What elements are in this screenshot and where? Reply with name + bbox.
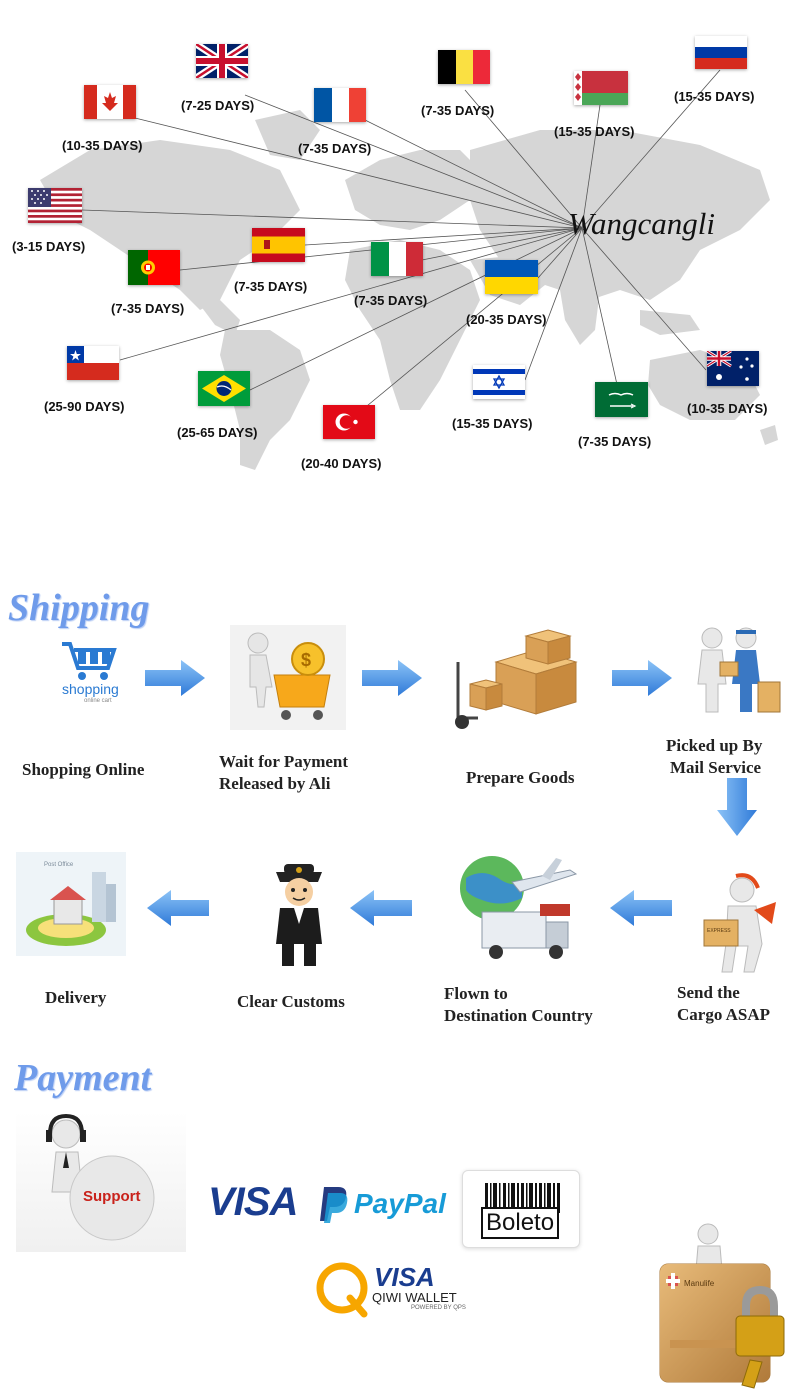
svg-text:Post Office: Post Office xyxy=(44,862,74,868)
days-label-brazil: (25-65 DAYS) xyxy=(177,425,258,440)
days-label-spain: (7-35 DAYS) xyxy=(234,279,308,294)
arrow-left-icon xyxy=(350,890,412,926)
cart-icon xyxy=(62,642,117,680)
portugal-flag-icon xyxy=(128,250,180,285)
days-label-saudi: (7-35 DAYS) xyxy=(578,434,652,449)
step-wait-payment-line2: Released by Ali xyxy=(219,774,331,793)
step-send-cargo-line1: Send the xyxy=(677,983,740,1002)
days-label-italy: (7-35 DAYS) xyxy=(354,293,428,308)
paypal-p-icon xyxy=(320,1187,348,1223)
days-label-belgium: (7-35 DAYS) xyxy=(421,103,495,118)
arrow-down-icon xyxy=(717,778,757,836)
svg-text:Manulife: Manulife xyxy=(684,1279,715,1288)
days-label-belarus: (15-35 DAYS) xyxy=(554,124,635,139)
boxes-illustration xyxy=(455,629,578,729)
days-label-portugal: (7-35 DAYS) xyxy=(111,301,185,316)
brazil-flag-icon xyxy=(198,371,250,406)
qiwi-visa-logo: VISA QIWI WALLET POWERED BY QPS xyxy=(316,1262,476,1318)
step-clear-customs: Clear Customs xyxy=(237,992,345,1011)
step-picked-up-line1: Picked up By xyxy=(666,736,763,755)
spain-flag-icon xyxy=(252,228,305,262)
belgium-flag-icon xyxy=(438,50,490,84)
step-flown-line2: Destination Country xyxy=(444,1006,593,1025)
post-office-illustration: Post Office xyxy=(16,852,126,956)
chile-flag-icon xyxy=(67,346,119,380)
customs-officer-illustration xyxy=(276,864,322,966)
express-delivery-illustration: EXPRESS xyxy=(703,873,776,973)
shopping-cart-logo: shopping online cart xyxy=(40,638,140,708)
days-label-canada: (10-35 DAYS) xyxy=(62,138,143,153)
svg-text:EXPRESS: EXPRESS xyxy=(707,928,731,934)
ukraine-flag-icon xyxy=(485,260,538,294)
qiwi-visa-label: VISA xyxy=(374,1262,435,1292)
support-label: Support xyxy=(83,1188,141,1205)
shopping-logo-sub: online cart xyxy=(84,698,112,704)
russia-flag-icon xyxy=(695,36,747,69)
italy-flag-icon xyxy=(371,242,423,276)
days-label-australia: (10-35 DAYS) xyxy=(687,401,768,416)
days-label-france: (7-35 DAYS) xyxy=(298,141,372,156)
arrow-left-icon xyxy=(147,890,209,926)
transport-illustration xyxy=(460,856,578,959)
belarus-flag-icon xyxy=(574,71,628,105)
turkey-flag-icon xyxy=(323,405,375,439)
paypal-label: PayPal xyxy=(354,1188,446,1219)
secure-card-lock-illustration: Manulife xyxy=(659,1223,785,1389)
canada-flag-icon xyxy=(84,85,136,119)
step-send-cargo-line2: Cargo ASAP xyxy=(677,1005,771,1024)
step-wait-payment-line1: Wait for Payment xyxy=(219,752,349,771)
headset-person-icon xyxy=(46,1113,155,1241)
payment-title: Payment xyxy=(14,1057,152,1099)
boleto-logo: Boleto xyxy=(462,1170,580,1248)
australia-flag-icon xyxy=(707,351,759,386)
barcode-icon xyxy=(485,1183,560,1213)
support-illustration: Support xyxy=(16,1112,186,1252)
qiwi-powered-label: POWERED BY QPS xyxy=(411,1305,466,1311)
saudi-flag-icon xyxy=(595,382,648,417)
days-label-uk: (7-25 DAYS) xyxy=(181,98,255,113)
days-label-turkey: (20-40 DAYS) xyxy=(301,456,382,471)
shopping-logo-word: shopping xyxy=(62,681,119,697)
step-shopping-online: Shopping Online xyxy=(22,760,145,779)
step-picked-up-line2: Mail Service xyxy=(670,758,762,777)
shipping-title: Shipping xyxy=(8,587,150,629)
step-flown-line1: Flown to xyxy=(444,984,508,1003)
qiwi-q-icon xyxy=(316,1262,368,1318)
israel-flag-icon xyxy=(473,365,525,399)
arrow-right-icon xyxy=(362,660,422,696)
arrow-right-icon xyxy=(145,660,205,696)
arrow-left-icon xyxy=(610,890,672,926)
days-label-ukraine: (20-35 DAYS) xyxy=(466,312,547,327)
boleto-label: Boleto xyxy=(481,1207,560,1239)
svg-text:$: $ xyxy=(301,650,311,670)
days-label-usa: (3-15 DAYS) xyxy=(12,239,86,254)
france-flag-icon xyxy=(314,88,366,122)
step-delivery: Delivery xyxy=(45,988,107,1007)
visa-logo: VISA xyxy=(208,1180,298,1224)
days-label-israel: (15-35 DAYS) xyxy=(452,416,533,431)
arrow-right-icon xyxy=(612,660,672,696)
paypal-logo: PayPal xyxy=(318,1184,446,1224)
step-prepare-goods: Prepare Goods xyxy=(466,768,575,787)
payment-cart-illustration: $ xyxy=(230,625,346,730)
days-label-russia: (15-35 DAYS) xyxy=(674,89,755,104)
days-label-chile: (25-90 DAYS) xyxy=(44,399,125,414)
qiwi-wallet-label: QIWI WALLET xyxy=(372,1290,457,1305)
brand-name: Wangcangli xyxy=(568,206,715,241)
courier-illustration xyxy=(697,627,781,713)
usa-flag-icon xyxy=(28,188,82,223)
uk-flag-icon xyxy=(196,44,248,78)
